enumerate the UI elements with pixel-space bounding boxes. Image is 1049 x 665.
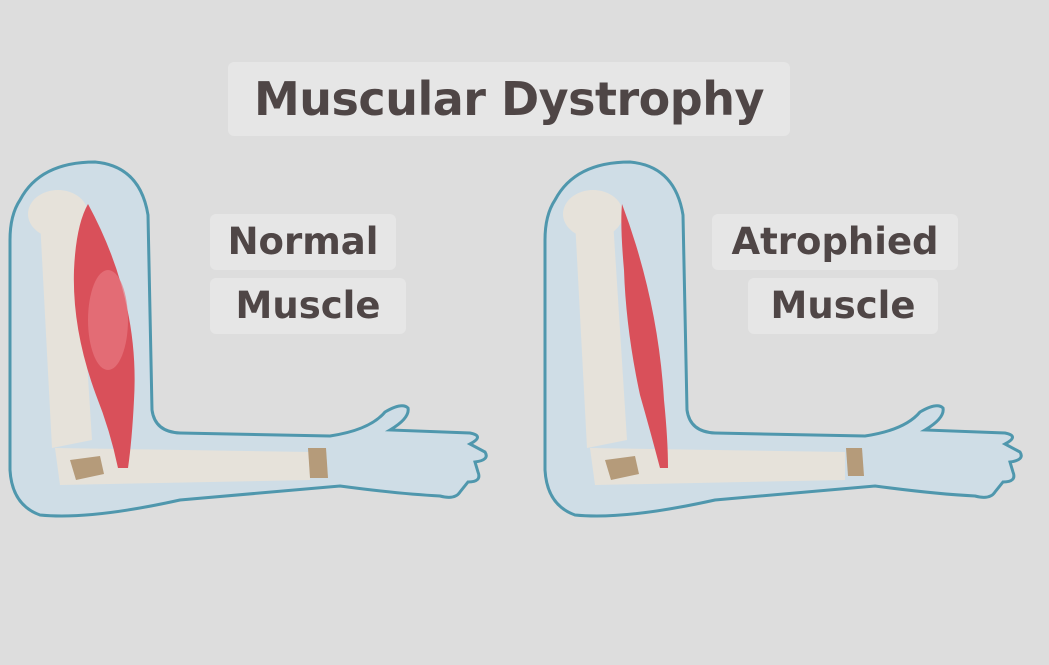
atrophied-forearm-bone	[590, 448, 845, 485]
atrophied-wrist-joint	[846, 448, 864, 476]
atrophied-muscle-label-line1: Atrophied	[712, 214, 958, 270]
atrophied-humerus-bone	[575, 220, 627, 448]
normal-muscle-label-line1: Normal	[210, 214, 396, 270]
normal-elbow-joint	[70, 456, 104, 480]
atrophied-arm-illustration	[543, 160, 1023, 518]
normal-muscle-highlight	[88, 270, 128, 370]
normal-arm-illustration	[8, 160, 488, 518]
diagram-title: Muscular Dystrophy	[228, 62, 790, 136]
normal-muscle-label-line2: Muscle	[210, 278, 406, 334]
atrophied-elbow-joint	[605, 456, 639, 480]
atrophied-muscle-label-line2: Muscle	[748, 278, 938, 334]
normal-wrist-joint	[308, 448, 328, 478]
atrophied-muscle	[621, 204, 668, 468]
